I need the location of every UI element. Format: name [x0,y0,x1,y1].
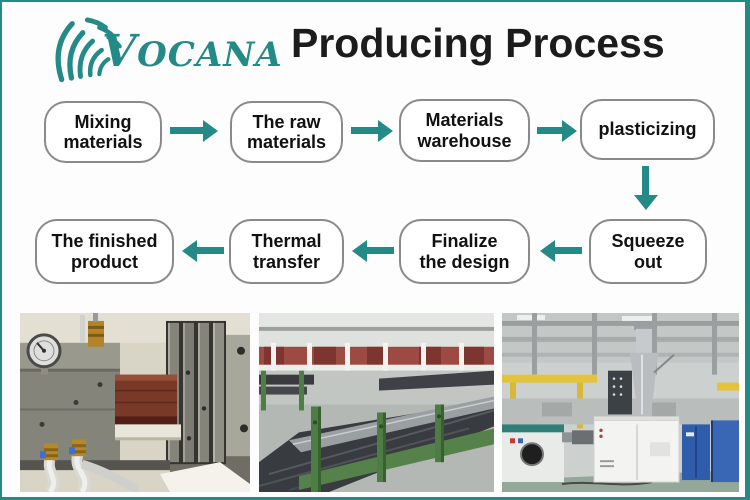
step-raw-materials: The raw materials [230,101,343,163]
photo-profile-racks [259,313,494,492]
step-label: The finished product [51,231,158,272]
step-finished-product: The finished product [35,219,174,284]
arrow-right-icon [170,120,218,142]
cooling-hoses [40,439,141,492]
arrow-right-icon [537,120,577,142]
sound-wave-arcs-icon [55,17,122,83]
arrow-down-icon [634,166,658,210]
extruder-machine [593,416,680,483]
profile-rack-illustration [259,313,494,492]
step-label: Materials warehouse [417,110,512,151]
photo-extrusion-line [502,313,739,492]
step-label: plasticizing [598,119,697,140]
page-title: Producing Process [291,20,665,66]
arrow-left-icon [352,240,394,262]
brand-name: VOCANA [102,26,283,77]
hopper-and-panel [608,324,675,417]
pressure-gauge-icon [26,333,62,375]
arrow-left-icon [182,240,224,262]
step-thermal-transfer: Thermal transfer [229,219,344,284]
haul-off-machine [502,424,564,483]
extrusion-die-illustration [20,313,250,492]
step-label: Thermal transfer [251,231,322,272]
blue-cabinets [682,420,739,483]
step-mixing-materials: Mixing materials [44,101,162,163]
arrow-left-icon [540,240,582,262]
photo-extrusion-die [20,313,250,492]
step-label: Mixing materials [63,111,143,152]
step-label: Squeeze out [611,231,685,272]
step-label: The raw materials [246,111,327,152]
extruded-profile [115,374,181,441]
arrow-right-icon [351,120,393,142]
step-finalize-design: Finalize the design [399,219,530,284]
extrusion-line-illustration [502,313,739,492]
green-rack-posts [299,404,494,492]
step-materials-warehouse: Materials warehouse [399,99,530,162]
step-plasticizing: plasticizing [580,99,715,160]
step-label: Finalize the design [419,231,510,272]
step-squeeze-out: Squeeze out [589,219,707,284]
